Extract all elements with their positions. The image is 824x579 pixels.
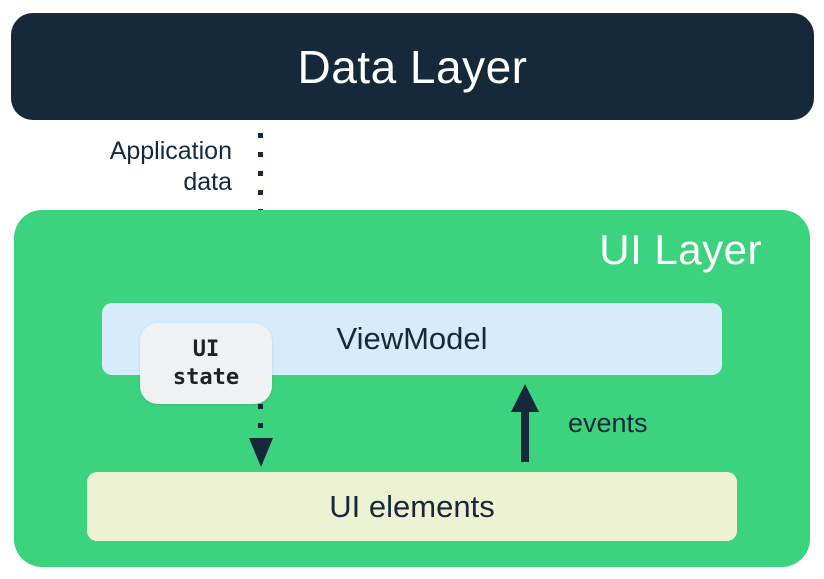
data-layer-label: Data Layer [297,40,528,93]
ui-state-arrowhead-icon [249,438,273,467]
events-arrowhead-icon [511,384,539,412]
events-arrow-line [521,408,529,462]
ui-elements-box: UI elements [87,472,737,541]
application-data-arrow-line [258,133,263,269]
ui-state-arrow-line [258,404,263,438]
events-label: events [568,408,648,438]
viewmodel-label: ViewModel [336,321,488,356]
ui-layer-label: UI Layer [599,226,762,273]
application-data-label: Application data [109,137,232,196]
ui-state-chip: UI state [140,323,272,404]
ui-elements-label: UI elements [329,488,495,524]
data-layer-box: Data Layer [11,13,814,120]
